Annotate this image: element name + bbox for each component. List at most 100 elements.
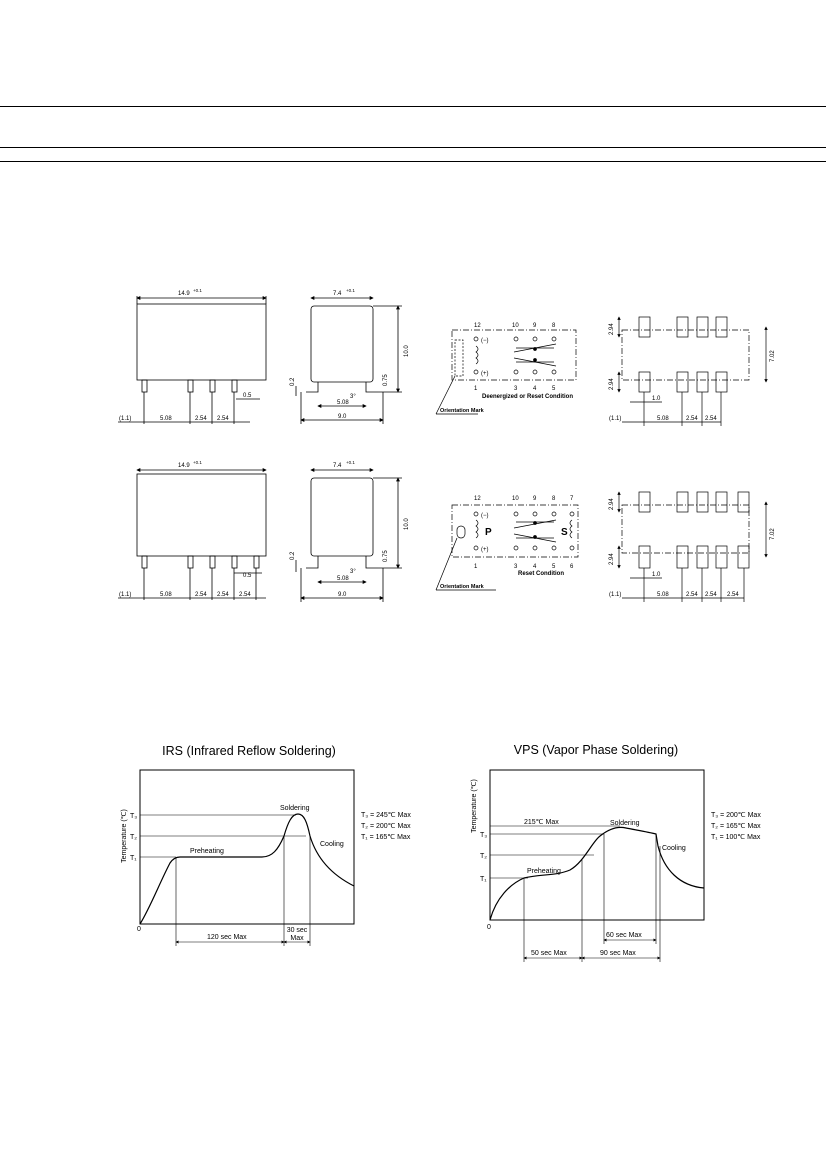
sch1-pin-3: 3 [514, 386, 518, 392]
sch2-pin-4: 4 [533, 564, 537, 570]
sch2-pin-1: 1 [474, 564, 478, 570]
sch2-pin-9: 9 [533, 496, 537, 502]
sch1-caption: Deenergized or Reset Condition [482, 394, 573, 400]
fp2-pitch1: 5.08 [657, 592, 669, 598]
vps-chart-title: VPS (Vapor Phase Soldering) [514, 743, 678, 757]
sch1-pin-8: 8 [552, 323, 556, 329]
irs-t1-tick: T₁ [130, 855, 137, 862]
header-rule-top [0, 106, 826, 107]
irs-t3-legend: T₃ = 245℃ Max [361, 812, 411, 819]
sch2-coil-minus: (−) [481, 513, 489, 519]
sch2-coil-s: S [561, 527, 568, 538]
relay1-pitch3: 2.54 [217, 416, 229, 422]
footprint1 [617, 316, 768, 426]
relay1-pitch2: 2.54 [195, 416, 207, 422]
fp1-pitch2: 2.54 [686, 416, 698, 422]
sch2-pin-5: 5 [552, 564, 556, 570]
sch2-caption: Reset Condition [518, 571, 564, 577]
sch2-pin-6: 6 [570, 564, 574, 570]
relay1-lead-thickness: 0.2 [290, 377, 296, 386]
relay2-width-label: 14.9 [178, 463, 190, 469]
relay2-pitch4: 2.54 [239, 592, 251, 598]
irs-chart: IRS (Infrared Reflow Soldering) Temperat… [121, 744, 411, 946]
vps-50s-label: 50 sec Max [531, 950, 567, 957]
relay2-width-tol: +0.1 [193, 460, 202, 465]
relay2-pin-width: 0.5 [243, 573, 252, 579]
irs-30s-label: 30 sec [287, 927, 308, 934]
irs-chart-title: IRS (Infrared Reflow Soldering) [162, 744, 336, 758]
relay2-pitch1: 5.08 [160, 592, 172, 598]
relay1-body [136, 303, 267, 381]
relay2-height: 10.0 [404, 518, 410, 530]
relay2-offset: (1.1) [119, 592, 131, 598]
vps-chart: VPS (Vapor Phase Soldering) Temperature … [471, 743, 761, 962]
irs-y-axis-label: Temperature (℃) [121, 809, 128, 863]
vps-soldering-label: Soldering [610, 820, 640, 827]
sch2-pin-8: 8 [552, 496, 556, 502]
irs-t1-legend: T₁ = 165℃ Max [361, 834, 411, 841]
irs-t2-tick: T₂ [130, 834, 137, 841]
irs-preheating-label: Preheating [190, 848, 224, 855]
relay2-overall: 9.0 [338, 592, 347, 598]
relay1-angle: 3° [350, 394, 356, 400]
sch2-orientation-mark: Orientation Mark [440, 584, 485, 590]
fp2-pitch2: 2.54 [686, 592, 698, 598]
sch1-coil-minus: (−) [481, 338, 489, 344]
relay2-pitch2: 2.54 [195, 592, 207, 598]
sch2-pin-12: 12 [474, 496, 481, 502]
fp2-pitch4: 2.54 [727, 592, 739, 598]
fp2-pad-width: 1.0 [652, 572, 661, 578]
vps-t2-legend: T₂ = 165℃ Max [711, 823, 761, 830]
schematic1 [435, 329, 577, 415]
relay1-pin-width: 0.5 [243, 393, 252, 399]
fp1-pad-gap-bottom: 2.94 [609, 378, 615, 390]
vps-t3-legend: T₃ = 200℃ Max [711, 812, 761, 819]
relay2-pitch3: 2.54 [217, 592, 229, 598]
irs-soldering-label: Soldering [280, 805, 310, 812]
header-rule-bottom [0, 161, 826, 162]
fp1-pad-gap-top: 2.94 [609, 323, 615, 335]
relay1-side-width: 7.4 [333, 291, 342, 297]
fp2-pad-gap-bottom: 2.94 [609, 553, 615, 565]
fp2-pad-gap-top: 2.94 [609, 498, 615, 510]
irs-t3-tick: T₃ [130, 813, 137, 820]
vps-preheating-label: Preheating [527, 868, 561, 875]
relay2-angle: 3° [350, 569, 356, 575]
vps-y-axis-label: Temperature (℃) [471, 779, 478, 833]
sch2-coil-p: P [485, 527, 492, 538]
relay1-offset: (1.1) [119, 416, 131, 422]
irs-120s-label: 120 sec Max [207, 934, 247, 941]
vps-215-label: 215℃ Max [524, 819, 559, 826]
sch1-coil-plus: (+) [481, 371, 489, 377]
sch1-pin-4: 4 [533, 386, 537, 392]
vps-t1-legend: T₁ = 100℃ Max [711, 834, 761, 841]
header-rule-mid [0, 147, 826, 148]
fp1-pitch1: 5.08 [657, 416, 669, 422]
sch1-pin-1: 1 [474, 386, 478, 392]
fp2-row-pitch: 7.02 [770, 528, 776, 540]
relay2-front-view [118, 468, 267, 600]
sch2-pin-7: 7 [570, 496, 574, 502]
sch1-pin-12: 12 [474, 323, 481, 329]
vps-profile-line [489, 826, 705, 921]
relay1-standoff: 0.75 [383, 374, 389, 386]
fp1-pitch3: 2.54 [705, 416, 717, 422]
vps-cooling-label: Cooling [662, 845, 686, 852]
relay2-side-view [295, 468, 402, 602]
relay1-foot: 5.08 [337, 400, 349, 406]
vps-90s-label: 90 sec Max [600, 950, 636, 957]
irs-cooling-label: Cooling [320, 841, 344, 848]
fp2-pitch3: 2.54 [705, 592, 717, 598]
irs-30s-max-label: Max [290, 935, 304, 942]
vps-t1-tick: T₁ [480, 876, 487, 883]
sch1-orientation-mark: Orientation Mark [440, 408, 485, 414]
sch2-coil-plus: (+) [481, 547, 489, 553]
relay1-front-view [118, 296, 267, 424]
relay1-side-width-tol: +0.1 [346, 288, 355, 293]
relay2-foot: 5.08 [337, 576, 349, 582]
fp1-offset: (1.1) [609, 416, 621, 422]
vps-origin-label: 0 [487, 924, 491, 931]
relay2-side-width-tol: +0.1 [346, 460, 355, 465]
schematic2 [435, 504, 579, 591]
